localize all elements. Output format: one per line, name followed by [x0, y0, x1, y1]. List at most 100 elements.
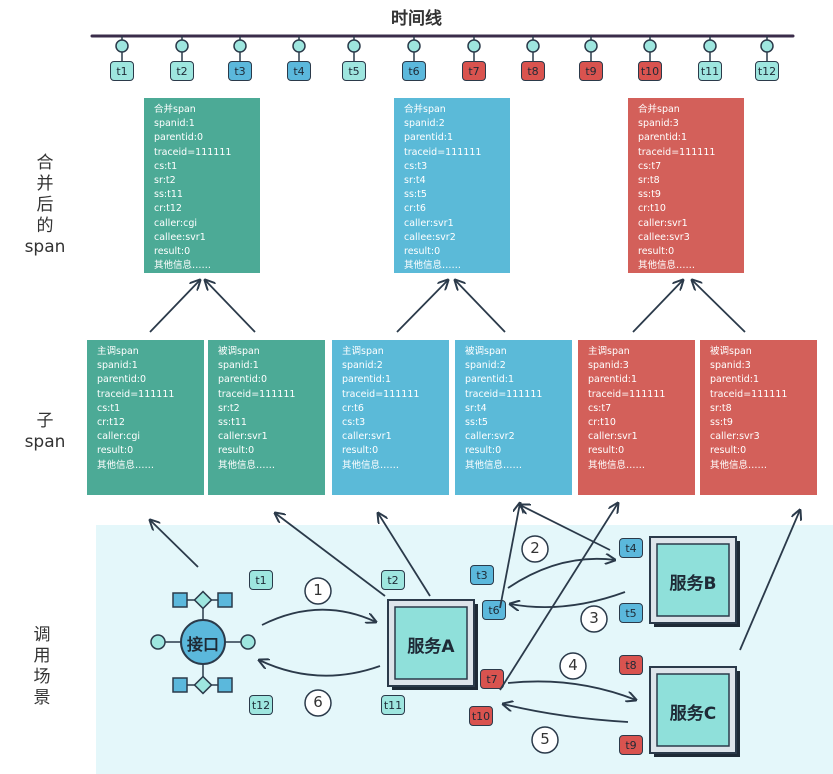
- span-field: parentid:0: [154, 132, 204, 144]
- timeline-tick-dot: [175, 39, 189, 53]
- span-field: 主调span: [588, 346, 630, 357]
- row-label-char: span: [24, 432, 66, 452]
- span-field: caller:svr3: [710, 431, 760, 443]
- interface-diamond: [193, 590, 213, 610]
- scene-badge-t9: t9: [619, 735, 643, 755]
- span-field: 合并span: [154, 104, 196, 115]
- scene-badge-t4: t4: [619, 538, 643, 558]
- span-field: sr:t8: [638, 175, 660, 187]
- scene-badge-t10: t10: [469, 706, 493, 726]
- span-field: ss:t5: [465, 417, 488, 429]
- span-field: ss:t9: [638, 189, 661, 201]
- span-field: spanid:1: [154, 118, 195, 130]
- span-field: cs:t3: [404, 160, 428, 172]
- span-field: 合并span: [638, 104, 680, 115]
- service-C-label: 服务C: [669, 704, 717, 724]
- timeline-tick-t9: t9: [579, 61, 603, 81]
- step-number-2: 2: [530, 539, 540, 557]
- span-field: 被调span: [218, 346, 260, 357]
- row-label-char: 后: [36, 195, 54, 215]
- span-field: traceid=111111: [218, 388, 296, 400]
- span-field: 被调span: [465, 346, 507, 357]
- service-screen: [656, 543, 730, 617]
- span-field: parentid:1: [588, 374, 638, 386]
- timeline-tick-t6: t6: [402, 61, 426, 81]
- span-field: result:0: [218, 445, 255, 457]
- scene-badge-t5: t5: [619, 603, 643, 623]
- row-label-char: 并: [36, 174, 54, 194]
- service-B-label: 服务B: [669, 574, 717, 594]
- row-label-scene: 调用场景: [12, 625, 72, 709]
- timeline-tick-dot: [760, 39, 774, 53]
- span-field: 其他信息……: [404, 260, 462, 272]
- scene-badge-t3: t3: [470, 565, 494, 585]
- span-field: caller:svr2: [465, 431, 515, 443]
- span-field: 其他信息……: [97, 459, 155, 471]
- timeline-tick-dot: [115, 39, 129, 53]
- timeline-tick-t4: t4: [287, 61, 311, 81]
- step-number-6: 6: [313, 693, 323, 711]
- span-field: result:0: [465, 445, 502, 457]
- span-field: parentid:1: [342, 374, 392, 386]
- timeline-tick-t1: t1: [110, 61, 134, 81]
- span-field: parentid:1: [404, 132, 454, 144]
- timeline-tick-t8: t8: [521, 61, 545, 81]
- step-circle: [304, 689, 332, 717]
- span-field: cs:t3: [342, 417, 366, 429]
- timeline-tick-dot: [584, 39, 598, 53]
- span-field: 其他信息……: [638, 260, 696, 272]
- span-field: sr:t4: [465, 402, 487, 414]
- timeline-tick-t2: t2: [170, 61, 194, 81]
- span-field: caller:svr1: [588, 431, 638, 443]
- span-field: cr:t6: [342, 402, 364, 414]
- timeline-tick-dot: [467, 39, 481, 53]
- span-field: traceid=111111: [588, 388, 666, 400]
- span-field: spanid:3: [588, 360, 629, 372]
- scene-badge-t11: t11: [381, 695, 405, 715]
- span-field: 其他信息……: [342, 459, 400, 471]
- timeline-title: 时间线: [391, 9, 442, 29]
- span-field: traceid=111111: [638, 146, 716, 158]
- span-field: traceid=111111: [97, 388, 175, 400]
- span-field: spanid:2: [342, 360, 383, 372]
- step-number-5: 5: [540, 730, 550, 748]
- span-field: cr:t10: [638, 203, 666, 215]
- timeline-tick-t12: t12: [755, 61, 779, 81]
- scene-badge-t2: t2: [381, 570, 405, 590]
- span-field: cs:t1: [97, 402, 121, 414]
- span-field: parentid:1: [638, 132, 688, 144]
- scene-badge-t8: t8: [619, 655, 643, 675]
- span-field: sr:t2: [218, 402, 240, 414]
- span-field: result:0: [154, 246, 191, 258]
- span-field: sr:t2: [154, 175, 176, 187]
- timeline-tick-t11: t11: [698, 61, 722, 81]
- span-field: result:0: [638, 246, 675, 258]
- span-field: callee:svr1: [154, 231, 206, 243]
- span-field: result:0: [97, 445, 134, 457]
- row-label-char: 的: [36, 216, 54, 236]
- span-field: caller:svr1: [218, 431, 268, 443]
- span-field: 其他信息……: [218, 459, 276, 471]
- span-field: spanid:2: [404, 118, 445, 130]
- span-field: 合并span: [404, 104, 446, 115]
- step-circle: [531, 726, 559, 754]
- span-field: spanid:3: [710, 360, 751, 372]
- span-field: spanid:2: [465, 360, 506, 372]
- scene-badge-t12: t12: [249, 695, 273, 715]
- span-field: cr:t12: [97, 417, 125, 429]
- span-field: 其他信息……: [154, 260, 212, 272]
- span-field: parentid:1: [710, 374, 760, 386]
- span-field: ss:t9: [710, 417, 733, 429]
- service-screen: [656, 673, 730, 747]
- span-field: ss:t11: [154, 189, 183, 201]
- span-field: cs:t7: [638, 160, 662, 172]
- row-label-char: 调: [33, 625, 51, 645]
- timeline-tick-t10: t10: [638, 61, 662, 81]
